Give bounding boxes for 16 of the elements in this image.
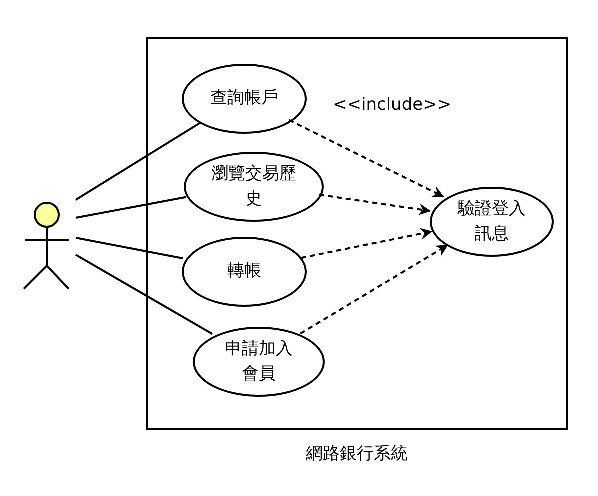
include-arrow: [288, 119, 444, 198]
include-arrow: [301, 228, 433, 260]
use-case-label: 申請加入會員: [224, 338, 294, 386]
association-line: [75, 122, 202, 201]
use-case-label: 查詢帳戶: [210, 87, 278, 110]
association-line: [76, 196, 187, 219]
association-line: [76, 254, 213, 336]
use-case-label: 驗證登入訊息: [456, 198, 527, 246]
association-line: [76, 237, 184, 260]
stereotype-label: <<include>>: [333, 94, 452, 117]
include-arrow: [319, 194, 431, 216]
include-arrow: [300, 244, 448, 335]
use-case-label: 轉帳: [228, 260, 262, 284]
actor-figure: [22, 202, 72, 290]
system-title: 網路銀行系統: [305, 443, 409, 466]
use-case-label: 瀏覽交易歷史: [210, 162, 298, 211]
